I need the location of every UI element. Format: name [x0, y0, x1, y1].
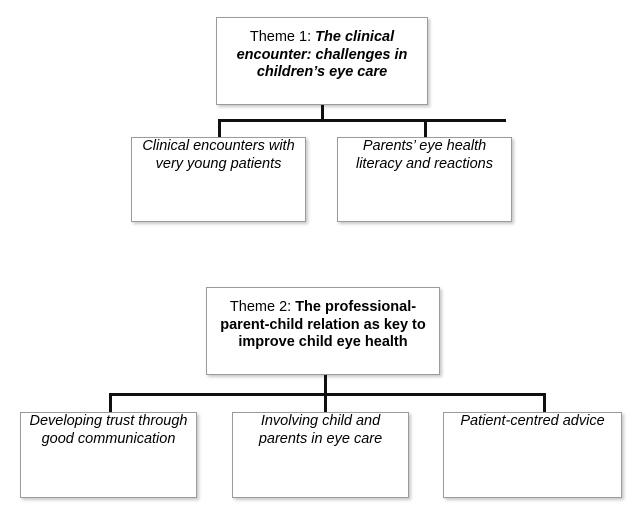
theme-1-label: Theme 1: [249, 29, 312, 45]
theme-2-child-3-drop-connector [543, 393, 546, 413]
theme-2-label: Theme 2: [229, 299, 292, 315]
theme-1-child-2-text: Parents’ eye health literacy and reactio… [355, 138, 493, 172]
theme-2-child-1-text: Developing trust through good communicat… [29, 413, 188, 447]
theme-1-child-2-drop-connector [424, 119, 427, 138]
theme-2-child-3-text: Patient-centred advice [460, 413, 605, 429]
theme-1-stem-connector [321, 105, 324, 122]
theme-1-box: Theme 1: The clinical encounter: challen… [216, 17, 428, 105]
theme-2-box: Theme 2: The professional-parent-child r… [206, 287, 440, 375]
theme-1-title: The clinical encounter: challenges in ch… [236, 29, 408, 81]
theme-2-text: Theme 2: The professional-parent-child r… [207, 288, 439, 374]
theme-1-child-1-text: Clinical encounters with very young pati… [142, 138, 295, 172]
theme-2-horizontal-connector [109, 393, 546, 396]
theme-2-title: The professional-parent-child relation a… [220, 299, 426, 351]
theme-2-child-1-box: Developing trust through good communicat… [20, 412, 197, 498]
theme-1-child-1-drop-connector [218, 119, 221, 138]
theme-2-child-1-drop-connector [109, 393, 112, 413]
theme-1-child-1-box: Clinical encounters with very young pati… [131, 137, 306, 222]
theme-2-child-3-box: Patient-centred advice [443, 412, 622, 498]
theme-1-horizontal-connector [218, 119, 506, 122]
theme-2-child-2-box: Involving child and parents in eye care [232, 412, 409, 498]
theme-2-child-2-text: Involving child and parents in eye care [258, 413, 383, 447]
theme-1-child-2-box: Parents’ eye health literacy and reactio… [337, 137, 512, 222]
theme-1-text: Theme 1: The clinical encounter: challen… [217, 18, 427, 104]
